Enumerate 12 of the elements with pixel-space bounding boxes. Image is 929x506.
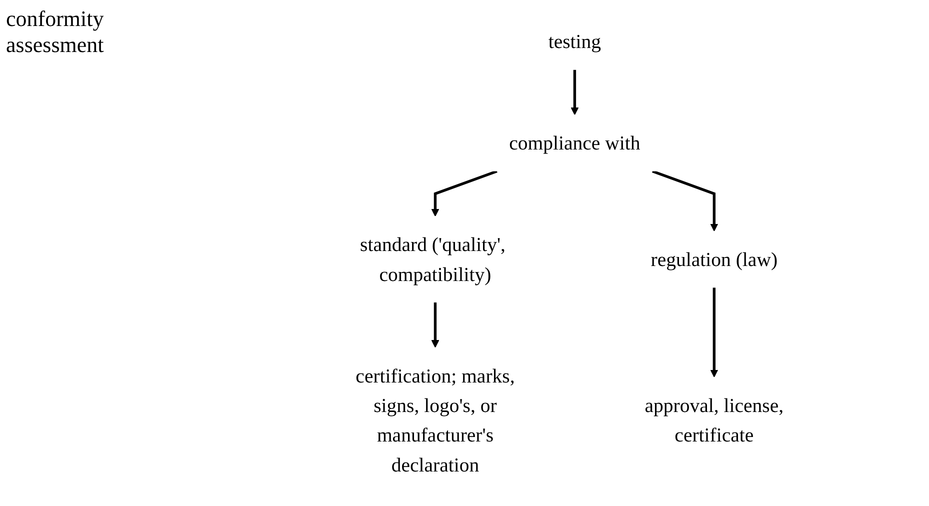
node-text: regulation (law) bbox=[650, 248, 778, 271]
arrow bbox=[431, 302, 440, 348]
note-text: conformity assessment bbox=[6, 6, 105, 58]
arrow bbox=[652, 170, 718, 232]
arrow bbox=[710, 288, 718, 378]
node-text: certification; marks, signs, logo's, or manufacturer's declaration bbox=[356, 364, 515, 476]
arrow bbox=[431, 170, 498, 217]
node-text: compliance with bbox=[509, 132, 640, 154]
node-text: approval, license, certificate bbox=[644, 394, 784, 446]
node-text: testing bbox=[548, 30, 602, 53]
arrow bbox=[570, 70, 579, 116]
node-text: standard ('quality', compatibility) bbox=[360, 233, 506, 286]
